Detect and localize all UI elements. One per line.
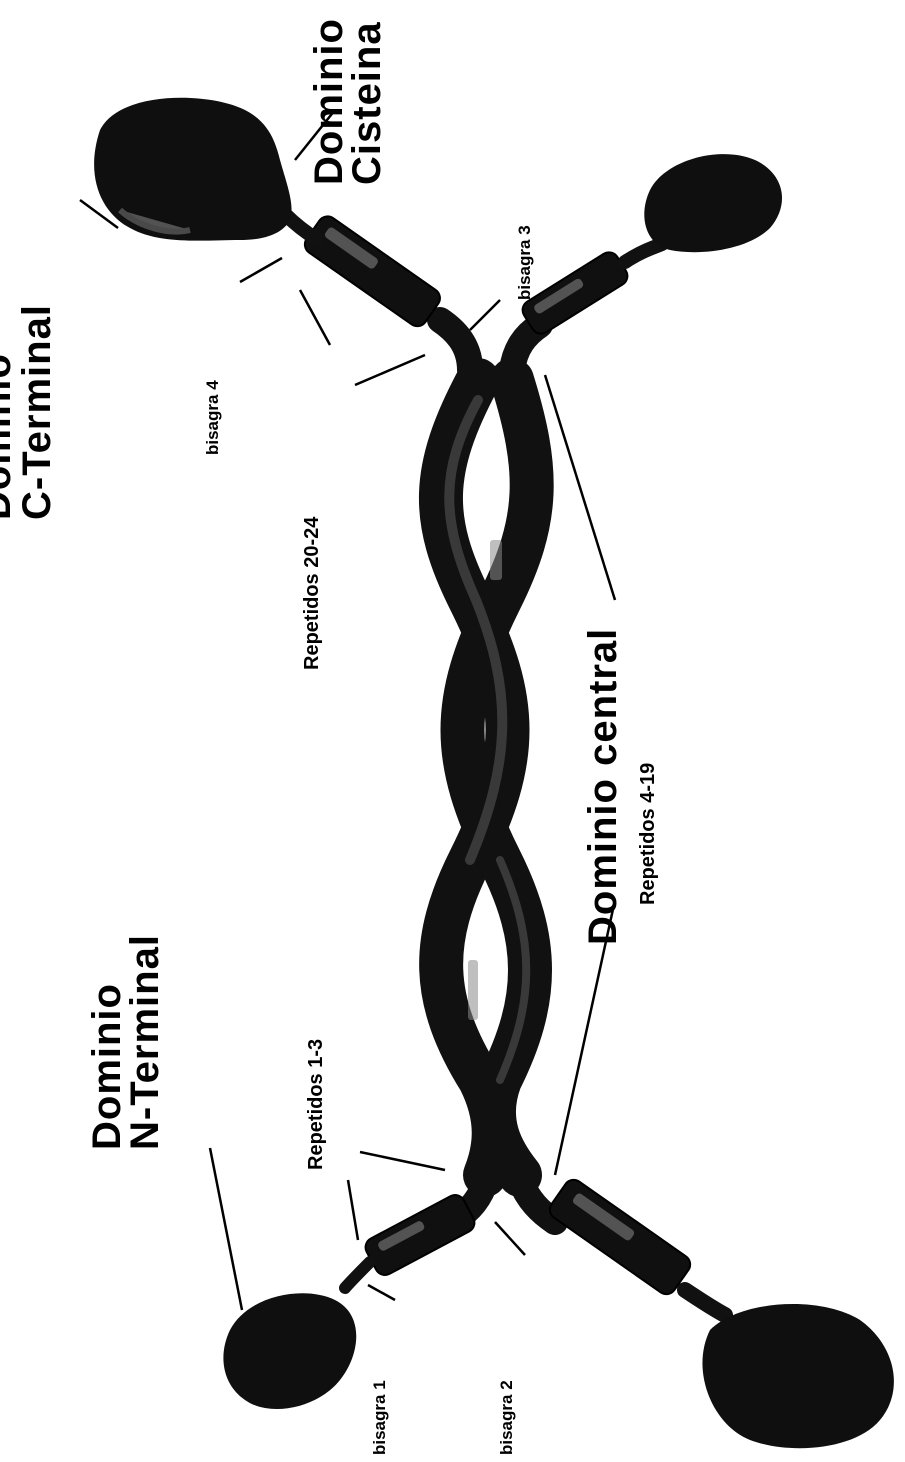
protein-structure (94, 98, 894, 1448)
bisagra3-label: bisagra 3 (515, 225, 534, 300)
n-terminal-label-line2: N-Terminal (123, 934, 167, 1150)
cisteina-label-line2: Cisteina (345, 21, 389, 185)
upper-left-arm (94, 98, 470, 370)
lower-right-arm (520, 1176, 894, 1448)
upper-right-glob (644, 154, 782, 252)
n-terminal-glob (223, 1293, 356, 1409)
upper-right-arm (512, 154, 782, 370)
bisagra4-label: bisagra 4 (203, 380, 222, 455)
lower-right-glob (702, 1304, 893, 1448)
bisagra2-label: bisagra 2 (497, 1380, 516, 1455)
bisagra1-label: bisagra 1 (370, 1380, 389, 1455)
dominio-central-subtitle: Repetidos 4-19 (637, 763, 659, 905)
repetidos-20-24-label: Repetidos 20-24 (301, 516, 323, 670)
c-terminal-label-line2: C-Terminal (15, 304, 59, 520)
repetidos-1-3-label: Repetidos 1-3 (305, 1039, 327, 1170)
dominio-central-title: Dominio central (581, 628, 625, 945)
central-rod-domain (441, 380, 532, 1175)
cysteine-c-terminal-glob (94, 98, 291, 241)
